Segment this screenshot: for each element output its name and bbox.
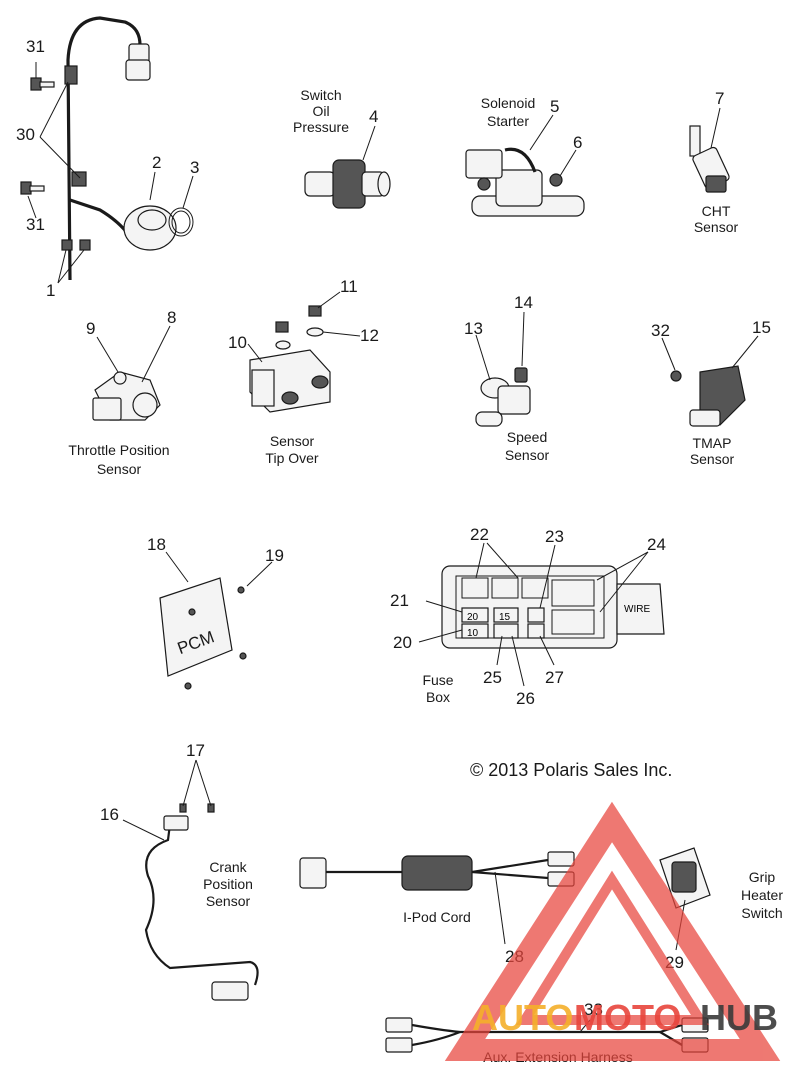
tmap-sensor	[670, 365, 746, 427]
callout-9: 9	[86, 319, 95, 338]
caption-grip-2: Heater	[741, 887, 783, 903]
callout-24: 24	[647, 535, 666, 554]
watermark-hub: HUB	[700, 997, 778, 1038]
fuse-20: 20	[467, 612, 479, 623]
callout-1: 1	[46, 281, 55, 300]
caption-speed-2: Sensor	[505, 447, 550, 463]
callout-8: 8	[167, 308, 176, 327]
callout-12: 12	[360, 326, 379, 345]
callout-5: 5	[550, 97, 559, 116]
callout-25: 25	[483, 668, 502, 687]
throttle-position-sensor	[92, 371, 161, 421]
copyright-text: © 2013 Polaris Sales Inc.	[470, 760, 672, 780]
oil-pressure-switch	[304, 159, 391, 209]
callout-21: 21	[390, 591, 409, 610]
caption-oil-pressure-3: Pressure	[293, 119, 349, 135]
part-captions: Switch Oil Pressure Solenoid Starter CHT…	[68, 87, 783, 1065]
caption-grip-1: Grip	[749, 869, 776, 885]
caption-fusebox-1: Fuse	[422, 672, 453, 688]
callout-7: 7	[715, 89, 724, 108]
fuse-10: 10	[467, 628, 479, 639]
pcm-module	[159, 577, 247, 690]
fuse-15: 15	[499, 612, 511, 623]
oil-line-assembly	[20, 16, 194, 281]
automotohub-watermark	[444, 801, 781, 1061]
caption-fusebox-2: Box	[426, 689, 450, 705]
callout-20: 20	[393, 633, 412, 652]
speed-sensor	[475, 367, 531, 427]
callout-17: 17	[186, 741, 205, 760]
wire-text: WIRE	[624, 604, 650, 615]
caption-tmap-1: TMAP	[693, 435, 732, 451]
callout-11: 11	[340, 277, 358, 296]
callout-2: 2	[152, 153, 161, 172]
callout-22: 22	[470, 525, 489, 544]
callout-18: 18	[147, 535, 166, 554]
crank-position-sensor	[144, 803, 259, 1001]
caption-tmap-2: Sensor	[690, 451, 735, 467]
watermark-moto: MOTO	[574, 997, 681, 1038]
caption-oil-pressure-1: Switch	[300, 87, 341, 103]
caption-tipover-1: Sensor	[270, 433, 315, 449]
caption-tipover-2: Tip Over	[265, 450, 318, 466]
caption-speed-1: Speed	[507, 429, 547, 445]
caption-solenoid-2: Starter	[487, 113, 529, 129]
callout-33: 33	[584, 1000, 603, 1019]
callout-26: 26	[516, 689, 535, 708]
grip-heater-switch	[659, 847, 711, 909]
callout-3: 3	[190, 158, 199, 177]
caption-throttle-1: Throttle Position	[68, 442, 169, 458]
callout-16: 16	[100, 805, 119, 824]
caption-crank-1: Crank	[209, 859, 247, 875]
callout-14: 14	[514, 293, 533, 312]
watermark-auto: AUTO	[472, 997, 573, 1038]
callout-numbers: 31 30 2 3 31 1 4 5 6 7 8 9 10 11 12 13 1…	[16, 37, 771, 1019]
callout-19: 19	[265, 546, 284, 565]
callout-6: 6	[573, 133, 582, 152]
watermark-text: AUTO MOTO HUB	[472, 997, 778, 1038]
caption-crank-3: Sensor	[206, 893, 251, 909]
callout-31: 31	[26, 215, 45, 234]
callout-32: 32	[651, 321, 670, 340]
ipod-cord	[299, 851, 575, 891]
caption-oil-pressure-2: Oil	[312, 103, 329, 119]
caption-throttle-2: Sensor	[97, 461, 142, 477]
callout-31: 31	[26, 37, 45, 56]
starter-solenoid	[465, 147, 585, 217]
caption-ipod: I-Pod Cord	[403, 909, 471, 925]
caption-cht-1: CHT	[702, 203, 731, 219]
callout-23: 23	[545, 527, 564, 546]
tip-over-sensor	[249, 305, 331, 413]
fuse-box	[441, 565, 665, 649]
caption-solenoid-1: Solenoid	[481, 95, 536, 111]
callout-13: 13	[464, 319, 483, 338]
callout-27: 27	[545, 668, 564, 687]
cht-sensor	[689, 125, 730, 193]
callout-30: 30	[16, 125, 35, 144]
callout-15: 15	[752, 318, 771, 337]
caption-crank-2: Position	[203, 876, 253, 892]
caption-cht-2: Sensor	[694, 219, 739, 235]
callout-10: 10	[228, 333, 247, 352]
callout-4: 4	[369, 107, 378, 126]
caption-grip-3: Switch	[741, 905, 782, 921]
